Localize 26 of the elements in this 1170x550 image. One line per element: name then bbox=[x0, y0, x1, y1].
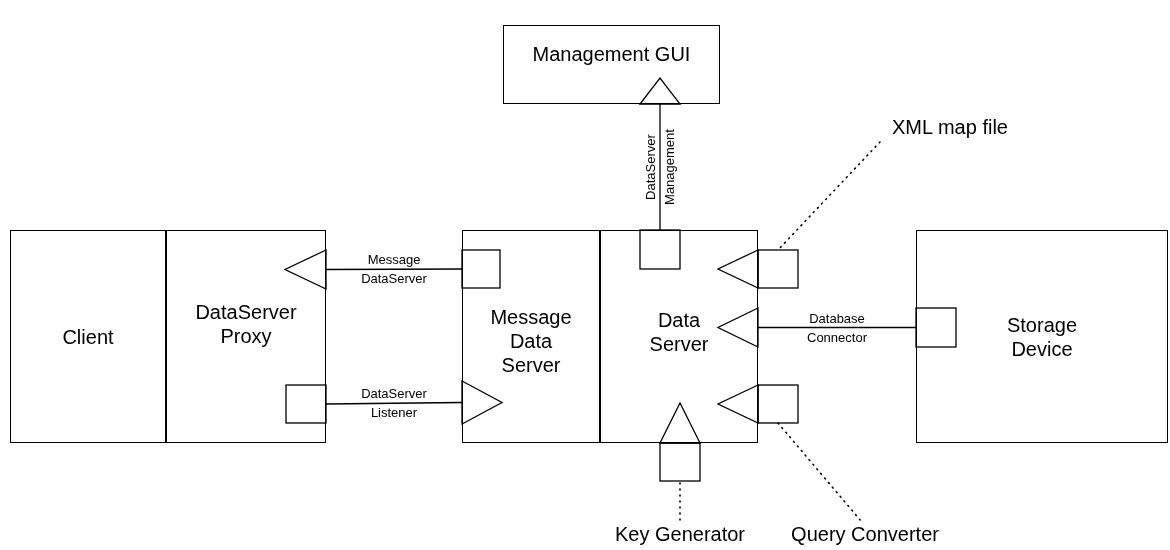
edge-label: DataServer Management bbox=[642, 128, 678, 207]
component-label: Client bbox=[61, 324, 115, 349]
edge-label: Database Connector bbox=[806, 309, 868, 347]
component-box bbox=[600, 230, 758, 443]
connector-line bbox=[659, 103, 661, 231]
component-box bbox=[10, 230, 166, 443]
callout-text: Key Generator bbox=[605, 520, 755, 548]
component-box bbox=[503, 25, 720, 104]
component-box bbox=[916, 230, 1168, 443]
component-box bbox=[166, 230, 326, 443]
leader-line bbox=[679, 480, 681, 521]
component-label: Data Server bbox=[648, 308, 710, 357]
leader-line bbox=[777, 422, 861, 521]
connector-line bbox=[325, 401, 463, 405]
leader-line bbox=[777, 141, 881, 251]
edge-label: DataServer Listener bbox=[360, 385, 428, 423]
connector-line bbox=[325, 268, 463, 271]
component-label: Message Data Server bbox=[489, 304, 573, 377]
connector-line bbox=[757, 326, 917, 329]
callout-text: Query Converter bbox=[785, 520, 945, 548]
component-label: Management GUI bbox=[531, 41, 692, 66]
callout-text: XML map file bbox=[880, 112, 1020, 142]
component-label: Storage Device bbox=[1005, 312, 1079, 361]
component-box bbox=[462, 230, 600, 443]
edge-label: Message DataServer bbox=[360, 251, 428, 289]
component-label: DataServer Proxy bbox=[194, 299, 298, 348]
